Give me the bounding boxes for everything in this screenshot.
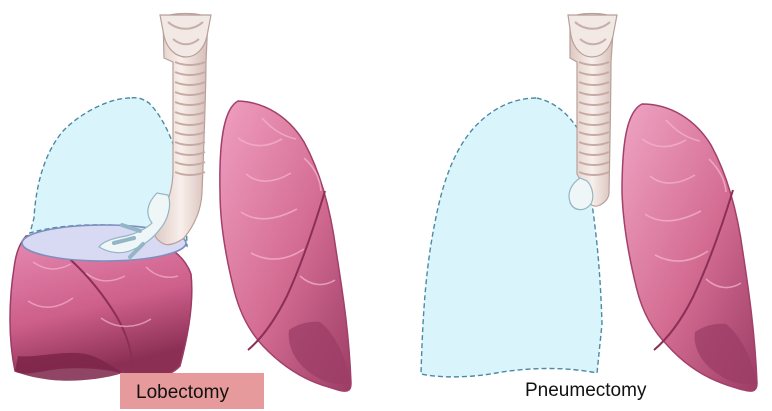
pneumectomy-illustration — [386, 0, 772, 411]
pneumectomy-label: Pneumectomy — [525, 381, 646, 400]
removed-right-lung-outline — [421, 98, 602, 377]
lobectomy-illustration — [0, 0, 386, 411]
lobectomy-label: Lobectomy — [136, 383, 229, 402]
